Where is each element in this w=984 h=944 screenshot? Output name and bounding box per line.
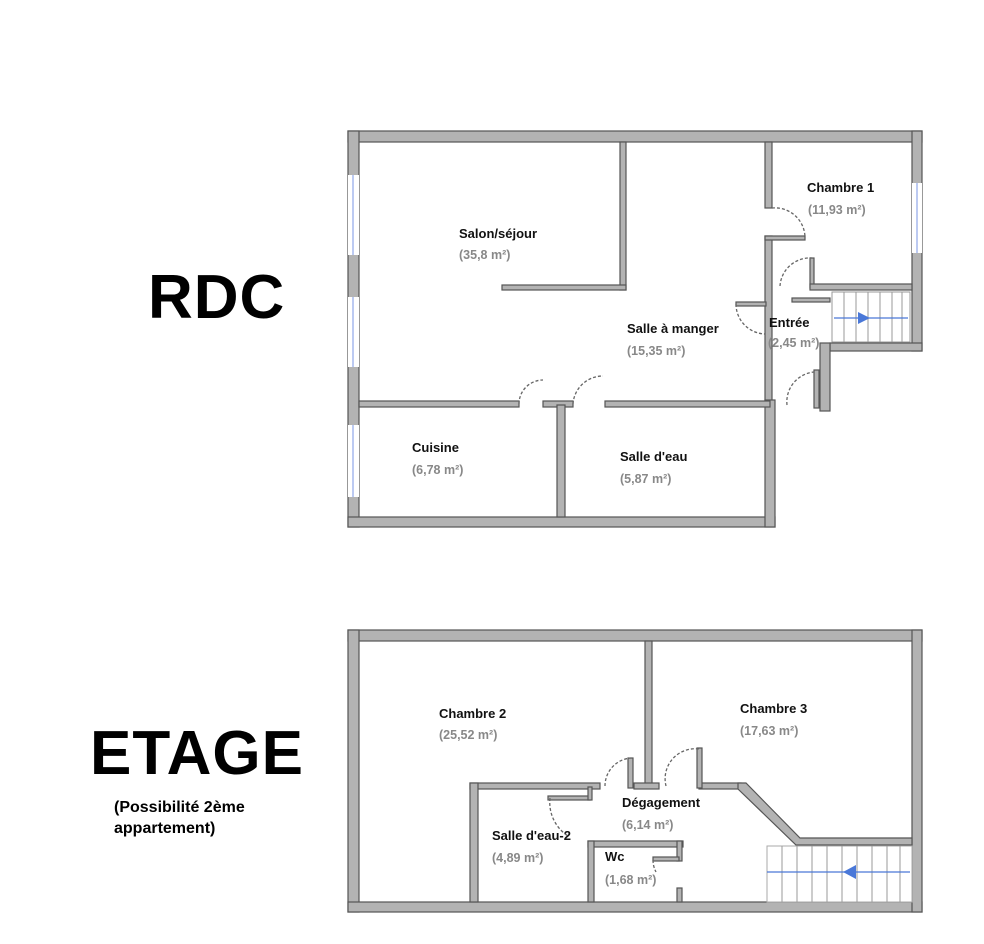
etage-note: (Possibilité 2ème appartement)	[114, 797, 245, 839]
wall	[358, 400, 520, 408]
room-area: (15,35 m²)	[627, 344, 685, 358]
room-area: (6,14 m²)	[622, 818, 673, 832]
staircase	[831, 291, 911, 343]
wall	[347, 130, 923, 143]
room-area: (5,87 m²)	[620, 472, 671, 486]
wall	[764, 235, 806, 241]
wall	[829, 342, 923, 352]
wall	[735, 301, 767, 307]
door-swing	[664, 748, 700, 787]
wall	[347, 901, 923, 913]
wall	[619, 141, 627, 291]
room-name: Salle à manger	[627, 321, 719, 336]
room-area: (1,68 m²)	[605, 873, 656, 887]
wall	[469, 782, 601, 790]
door-swing	[604, 757, 632, 787]
wall	[501, 284, 627, 291]
door-swing	[572, 375, 604, 405]
room-name: Chambre 2	[439, 706, 506, 721]
stair-arrow-icon	[843, 865, 856, 879]
room-name: Chambre 3	[740, 701, 807, 716]
etage-note-line1: (Possibilité 2ème	[114, 799, 245, 816]
wall	[469, 782, 479, 903]
wall	[587, 840, 595, 903]
staircase	[766, 845, 913, 903]
wall	[764, 399, 776, 528]
room-name: Entrée	[769, 315, 809, 330]
etage-plan: Chambre 2 (25,52 m²) Chambre 3 (17,63 m²…	[347, 629, 923, 913]
room-name: Dégagement	[622, 795, 701, 810]
wall	[696, 747, 703, 789]
wall	[347, 516, 776, 528]
rdc-plan: Salon/séjour (35,8 m²) Salle à manger (1…	[347, 130, 923, 528]
level-label-etage: ETAGE	[90, 719, 304, 788]
room-area: (35,8 m²)	[459, 248, 510, 262]
door-swing	[786, 371, 815, 406]
wall	[347, 629, 360, 913]
room-area: (4,89 m²)	[492, 851, 543, 865]
door-swing	[518, 379, 544, 405]
room-area: (25,52 m²)	[439, 728, 497, 742]
room-name: Cuisine	[412, 440, 459, 455]
wall	[737, 782, 913, 846]
door-swing	[779, 257, 813, 287]
wall	[347, 629, 923, 642]
room-name: Salle d'eau-2	[492, 828, 571, 843]
wall	[764, 141, 773, 209]
wall	[809, 283, 913, 291]
wall	[633, 782, 660, 790]
room-name: Chambre 1	[807, 180, 874, 195]
level-label-rdc: RDC	[148, 263, 286, 332]
door-swing	[549, 797, 569, 837]
door-swing	[652, 859, 657, 873]
door-swing	[735, 303, 766, 335]
wall	[644, 640, 653, 789]
wall	[587, 786, 593, 801]
room-name: Salle d'eau	[620, 449, 687, 464]
wall	[556, 404, 566, 518]
room-name: Wc	[605, 849, 625, 864]
room-name: Salon/séjour	[459, 226, 537, 241]
etage-note-line2: appartement)	[114, 820, 216, 837]
wall	[627, 757, 634, 789]
wall	[676, 887, 683, 903]
wall	[652, 856, 680, 862]
wall	[813, 369, 820, 409]
wall	[547, 795, 591, 801]
wall	[698, 782, 742, 790]
stair-arrow-icon	[858, 312, 870, 324]
wall	[819, 342, 831, 412]
door-swing	[771, 207, 806, 239]
wall	[911, 629, 923, 913]
room-area: (6,78 m²)	[412, 463, 463, 477]
wall	[791, 297, 831, 303]
wall	[587, 840, 684, 848]
room-area: (2,45 m²)	[768, 336, 819, 350]
room-area: (11,93 m²)	[808, 203, 866, 217]
wall	[604, 400, 771, 408]
room-area: (17,63 m²)	[740, 724, 798, 738]
